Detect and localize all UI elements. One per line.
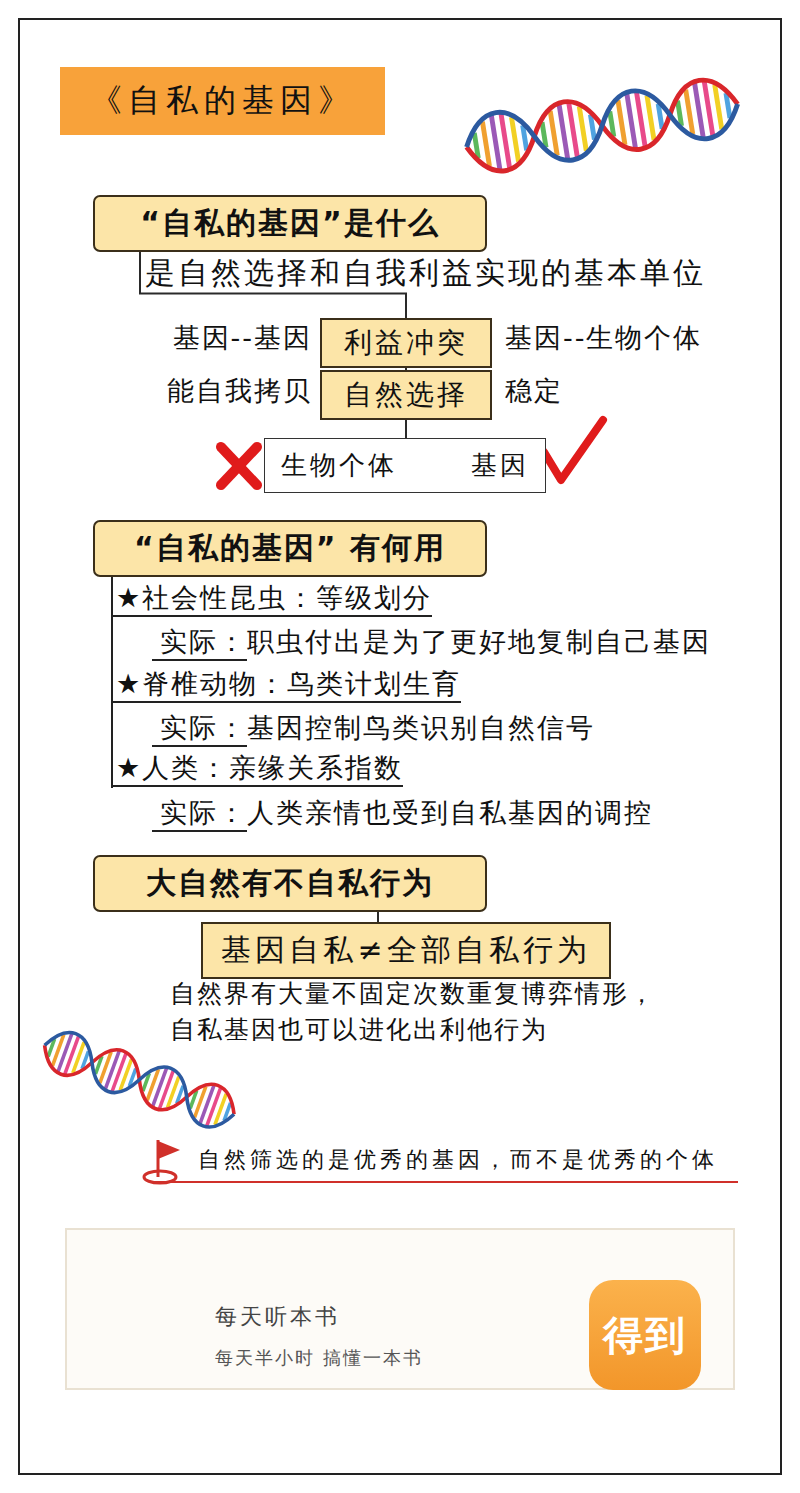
label-slot: 自然界有大量不固定次数重复博弈情形， 自私基因也可以进化出利他行为 (170, 976, 670, 1049)
label-slot: 职虫付出是为了更好地复制自己基因 (247, 626, 711, 657)
branch-detail: 基因控制鸟类识别自然信号 (247, 712, 595, 743)
red-underline (150, 1181, 738, 1183)
node-text: 生物个体 (281, 448, 397, 483)
side-note: 能自我拷贝 (167, 375, 312, 406)
side-note: 基因--生物个体 (505, 322, 703, 353)
title-text: 《自私的基因》 (90, 79, 356, 123)
label-slot: 基因控制鸟类识别自然信号 (247, 712, 595, 743)
node-text: “自私的基因”是什么 (140, 203, 439, 244)
branch-item: ★脊椎动物：鸟类计划生育 (112, 668, 461, 703)
definition-text: 是自然选择和自我利益实现的基本单位 (145, 256, 706, 291)
node-text: 基因 (471, 448, 529, 483)
concept-box: 利益冲突 (320, 318, 492, 368)
label-slot: 实际： (152, 626, 247, 661)
check-mark (544, 420, 603, 480)
node-text: 基因自私≠全部自私行为 (221, 930, 590, 971)
cross-mark (221, 447, 257, 485)
label-slot: 实际： (152, 797, 247, 832)
app-logo: 得到 (589, 1280, 701, 1390)
node-text: 得到 (603, 1308, 687, 1363)
connector (377, 912, 379, 922)
label-slot: 基因--基因 (173, 322, 313, 353)
node-text: 自然选择 (344, 376, 468, 414)
heading-box: 大自然有不自私行为 (93, 855, 487, 912)
label-slot: ★脊椎动物：鸟类计划生育 (112, 668, 461, 703)
branch-item: ★人类：亲缘关系指数 (112, 752, 403, 787)
node-text: “自私的基因” 有何用 (134, 528, 446, 569)
label-slot: 稳定 (505, 375, 563, 406)
branch-tag: 实际： (152, 626, 247, 661)
heading-box: “自私的基因”是什么 (93, 195, 487, 252)
title-banner: 《自私的基因》 (60, 67, 385, 135)
conclusion-box: 基因自私≠全部自私行为 (201, 922, 611, 979)
key-takeaway: 自然筛选的是优秀的基因，而不是优秀的个体 (198, 1147, 718, 1172)
branch-detail: 人类亲情也受到自私基因的调控 (247, 797, 653, 828)
side-note: 稳定 (505, 375, 563, 406)
flag (158, 1141, 180, 1159)
node-text: 大自然有不自私行为 (146, 863, 434, 904)
label-slot: 是自然选择和自我利益实现的基本单位 (145, 256, 706, 291)
label-slot: 能自我拷贝 (167, 375, 312, 406)
label-slot: 基因--生物个体 (505, 322, 703, 353)
label-slot: 人类亲情也受到自私基因的调控 (247, 797, 653, 828)
label-slot: ★人类：亲缘关系指数 (112, 752, 403, 787)
dna-helix (462, 75, 742, 176)
side-note: 基因--基因 (173, 322, 313, 353)
page-frame (19, 19, 781, 1474)
label-slot: 自然筛选的是优秀的基因，而不是优秀的个体 (198, 1147, 718, 1172)
paragraph: 自然界有大量不固定次数重复博弈情形， 自私基因也可以进化出利他行为 (170, 976, 670, 1049)
branch-detail: 职虫付出是为了更好地复制自己基因 (247, 626, 711, 657)
footer-panel: 每天听本书每天半小时 搞懂一本书得到 (65, 1228, 735, 1390)
cross-mark (221, 447, 257, 485)
node-text: 利益冲突 (344, 324, 468, 362)
comparison-box: 生物个体 基因 (264, 438, 546, 493)
heading-box: “自私的基因” 有何用 (93, 520, 487, 577)
label-slot: 实际： (152, 712, 247, 747)
connector (405, 420, 407, 438)
label-slot: ★社会性昆虫：等级划分 (112, 582, 432, 617)
concept-box: 自然选择 (320, 370, 492, 420)
branch-item: ★社会性昆虫：等级划分 (112, 582, 432, 617)
branch-tag: 实际： (152, 712, 247, 747)
branch-tag: 实际： (152, 797, 247, 832)
